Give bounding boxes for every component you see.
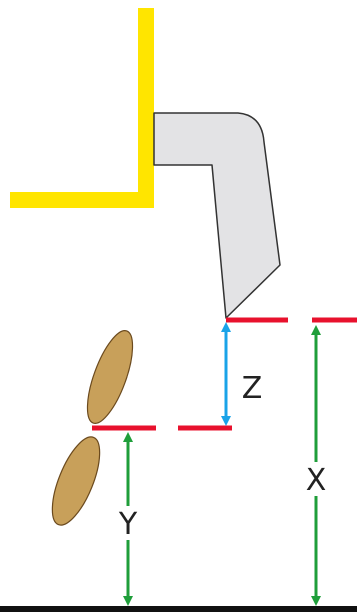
propeller-icon [51, 330, 134, 526]
y-label-background [114, 506, 142, 540]
propeller-blade-upper [86, 330, 134, 424]
z-label-background [240, 370, 264, 404]
y-dimension-label: Y [118, 507, 138, 542]
z-dimension-label: Z [242, 371, 263, 406]
outboard-lower-unit-icon [153, 112, 281, 319]
transom-bracket-icon [10, 8, 154, 208]
x-label-background [302, 462, 330, 496]
propeller-blade-lower [51, 436, 101, 526]
x-dimension-label: X [306, 463, 327, 498]
